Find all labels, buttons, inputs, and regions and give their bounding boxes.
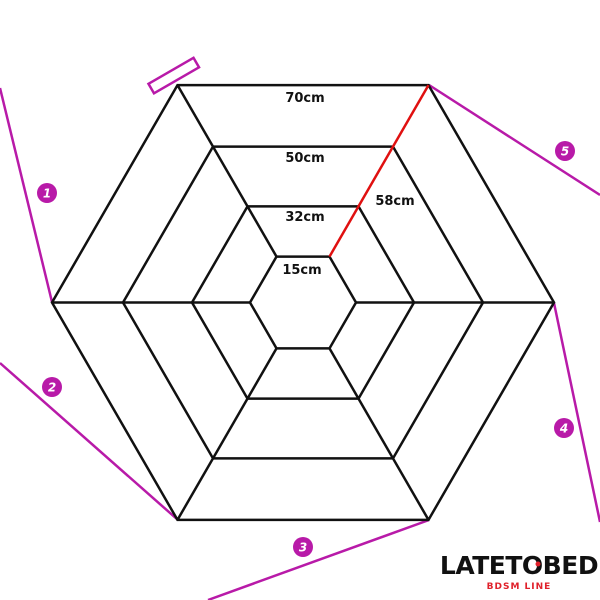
ring-label-15: 15cm [282, 263, 321, 278]
radial-label: 58cm [375, 194, 414, 209]
strap-badge-1: 1 [37, 183, 57, 203]
ring-label-70: 70cm [285, 91, 324, 106]
svg-text:LATETOBED: LATETOBED [440, 551, 598, 580]
strap-badge-3: 3 [293, 537, 313, 557]
strap-5 [428, 83, 600, 197]
strap-4 [552, 302, 600, 523]
web-spoke [328, 347, 430, 521]
web-spoke [176, 347, 278, 521]
svg-text:5: 5 [561, 145, 569, 159]
ring-label-50: 50cm [285, 151, 324, 166]
svg-text:3: 3 [299, 541, 307, 555]
logo-accent-dot [535, 561, 541, 567]
strap-2 [0, 362, 179, 521]
strap-buckle [146, 56, 201, 96]
web-spoke [176, 84, 278, 258]
radial-measure-line [328, 84, 430, 258]
strap-badges: 1 2 3 4 5 [37, 141, 575, 557]
svg-text:4: 4 [559, 422, 568, 436]
strap-1 [0, 87, 54, 303]
strap-badge-5: 5 [555, 141, 575, 161]
logo: LATETOBED BDSM LINE [440, 551, 599, 592]
svg-text:2: 2 [48, 381, 56, 395]
strap-badge-4: 4 [554, 418, 574, 438]
strap-badge-2: 2 [42, 377, 62, 397]
ring-label-32: 32cm [285, 210, 324, 225]
strap-3 [207, 518, 430, 600]
svg-text:1: 1 [43, 187, 51, 201]
svg-text:BDSM LINE: BDSM LINE [487, 582, 552, 592]
straps [0, 56, 600, 600]
